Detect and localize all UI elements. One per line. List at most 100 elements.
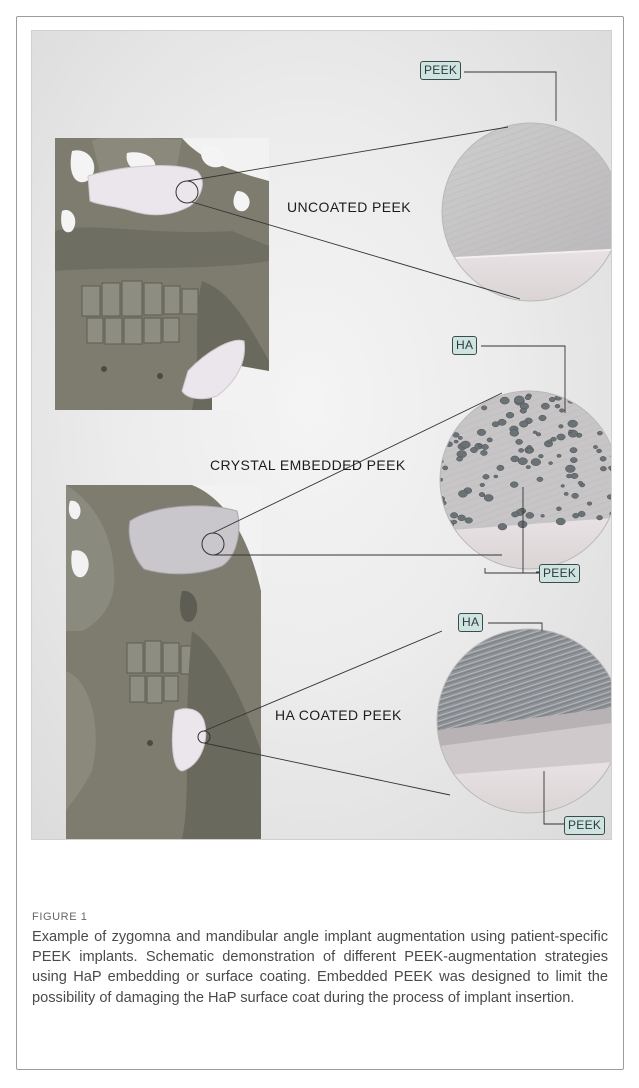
ha-tag-middle: HA (452, 336, 477, 355)
ha-crystal (551, 437, 557, 441)
ha-crystal (564, 492, 568, 495)
crystal-embedded-peek-detail (437, 387, 611, 577)
figure-image: PEEK HA PEEK HA PEEK UNCOATED PEEK CRYST… (31, 30, 612, 840)
ha-crystal (492, 422, 499, 427)
ha-crystal (600, 466, 606, 471)
ha-crystal (510, 430, 519, 437)
ha-crystal (512, 512, 519, 517)
ha-crystal (569, 430, 573, 433)
ha-crystal (556, 507, 561, 511)
ha-crystal (441, 436, 447, 440)
ha-crystal (439, 478, 443, 481)
ha-crystal (519, 421, 528, 427)
ha-crystal (525, 395, 531, 399)
ha-crystal (537, 477, 543, 482)
ha-crystal (559, 425, 564, 429)
ha-coated-peek-label: HA COATED PEEK (275, 707, 402, 723)
peek-tag-middle: PEEK (539, 564, 580, 583)
ha-crystal (506, 412, 514, 418)
ha-crystal (549, 462, 553, 465)
ha-crystal (482, 444, 489, 449)
ha-crystal (599, 397, 605, 402)
ha-crystal (447, 426, 454, 431)
ha-crystal (483, 474, 489, 479)
ha-crystal (494, 475, 498, 478)
ha-crystal (511, 456, 519, 462)
ha-crystal (597, 449, 602, 453)
ha-crystal (607, 495, 611, 500)
ha-crystal (533, 431, 537, 434)
peek-tag-bottom: PEEK (564, 816, 605, 835)
ha-crystal (452, 520, 457, 524)
ha-crystal (561, 485, 565, 488)
ha-crystal (531, 459, 541, 466)
ha-crystal (477, 429, 486, 435)
ha-crystal (600, 456, 606, 461)
ha-crystal (518, 521, 527, 528)
ha-crystal (573, 513, 579, 518)
ha-crystal (454, 440, 458, 443)
ha-crystal (549, 397, 555, 402)
ha-crystal (556, 518, 565, 525)
ha-crystal (526, 466, 530, 469)
ha-crystal (514, 396, 524, 403)
ha-crystal (588, 408, 592, 411)
skull-render-bottom (66, 485, 261, 839)
ha-crystal (481, 450, 488, 455)
ha-crystal (599, 421, 603, 424)
ha-crystal (526, 448, 533, 453)
crystal-embedded-peek-label: CRYSTAL EMBEDDED PEEK (210, 457, 406, 473)
ha-crystal (500, 397, 509, 404)
ha-crystal (451, 393, 458, 398)
ha-crystal (519, 448, 524, 452)
ha-crystal (478, 444, 482, 447)
ha-crystal (566, 474, 571, 478)
ha-crystal (480, 483, 485, 486)
ha-coated-peek-detail (432, 626, 611, 821)
ha-crystal (458, 515, 466, 521)
ha-crystal (488, 388, 494, 393)
uncoated-peek-label: UNCOATED PEEK (287, 199, 411, 215)
skull-render-top (55, 136, 269, 410)
ha-crystal (541, 403, 549, 409)
ha-crystal (466, 389, 475, 396)
figure-caption-text: Example of zygomna and mandibular angle … (32, 927, 608, 1008)
ha-crystal (453, 400, 458, 404)
ha-crystal (597, 515, 603, 520)
ha-crystal (539, 415, 546, 421)
ha-crystal (609, 428, 611, 433)
ha-crystal (609, 466, 612, 469)
ha-crystal (465, 518, 473, 524)
ha-crystal (557, 434, 565, 440)
ha-crystal (587, 502, 592, 505)
ha-crystal (597, 431, 602, 435)
ha-crystal (541, 514, 545, 517)
ha-tag-bottom: HA (458, 613, 483, 632)
ha-crystal (458, 490, 467, 497)
ha-crystal (570, 458, 577, 463)
ha-crystal (565, 465, 575, 472)
ha-crystal (516, 439, 523, 444)
figure-caption-title: FIGURE 1 (32, 911, 88, 923)
ha-crystal (572, 493, 579, 498)
ha-crystal (578, 481, 583, 485)
ha-crystal (481, 396, 487, 400)
ha-crystal (487, 438, 493, 442)
ha-crystal (518, 458, 527, 465)
ha-crystal (461, 441, 471, 448)
ha-crystal (526, 512, 534, 518)
ha-crystal (458, 436, 462, 439)
ha-crystal (463, 413, 467, 416)
ha-crystal (555, 404, 560, 408)
ha-crystal (443, 466, 448, 470)
ha-crystal (497, 465, 504, 470)
ha-crystal (457, 457, 463, 462)
ha-crystal (481, 406, 487, 410)
ha-crystal (450, 513, 457, 519)
peek-tag-top: PEEK (420, 61, 461, 80)
ha-crystal (498, 523, 507, 530)
ha-crystal (570, 448, 577, 453)
ha-crystal (453, 420, 457, 423)
ha-crystal (438, 441, 445, 447)
ha-crystal (573, 393, 579, 398)
